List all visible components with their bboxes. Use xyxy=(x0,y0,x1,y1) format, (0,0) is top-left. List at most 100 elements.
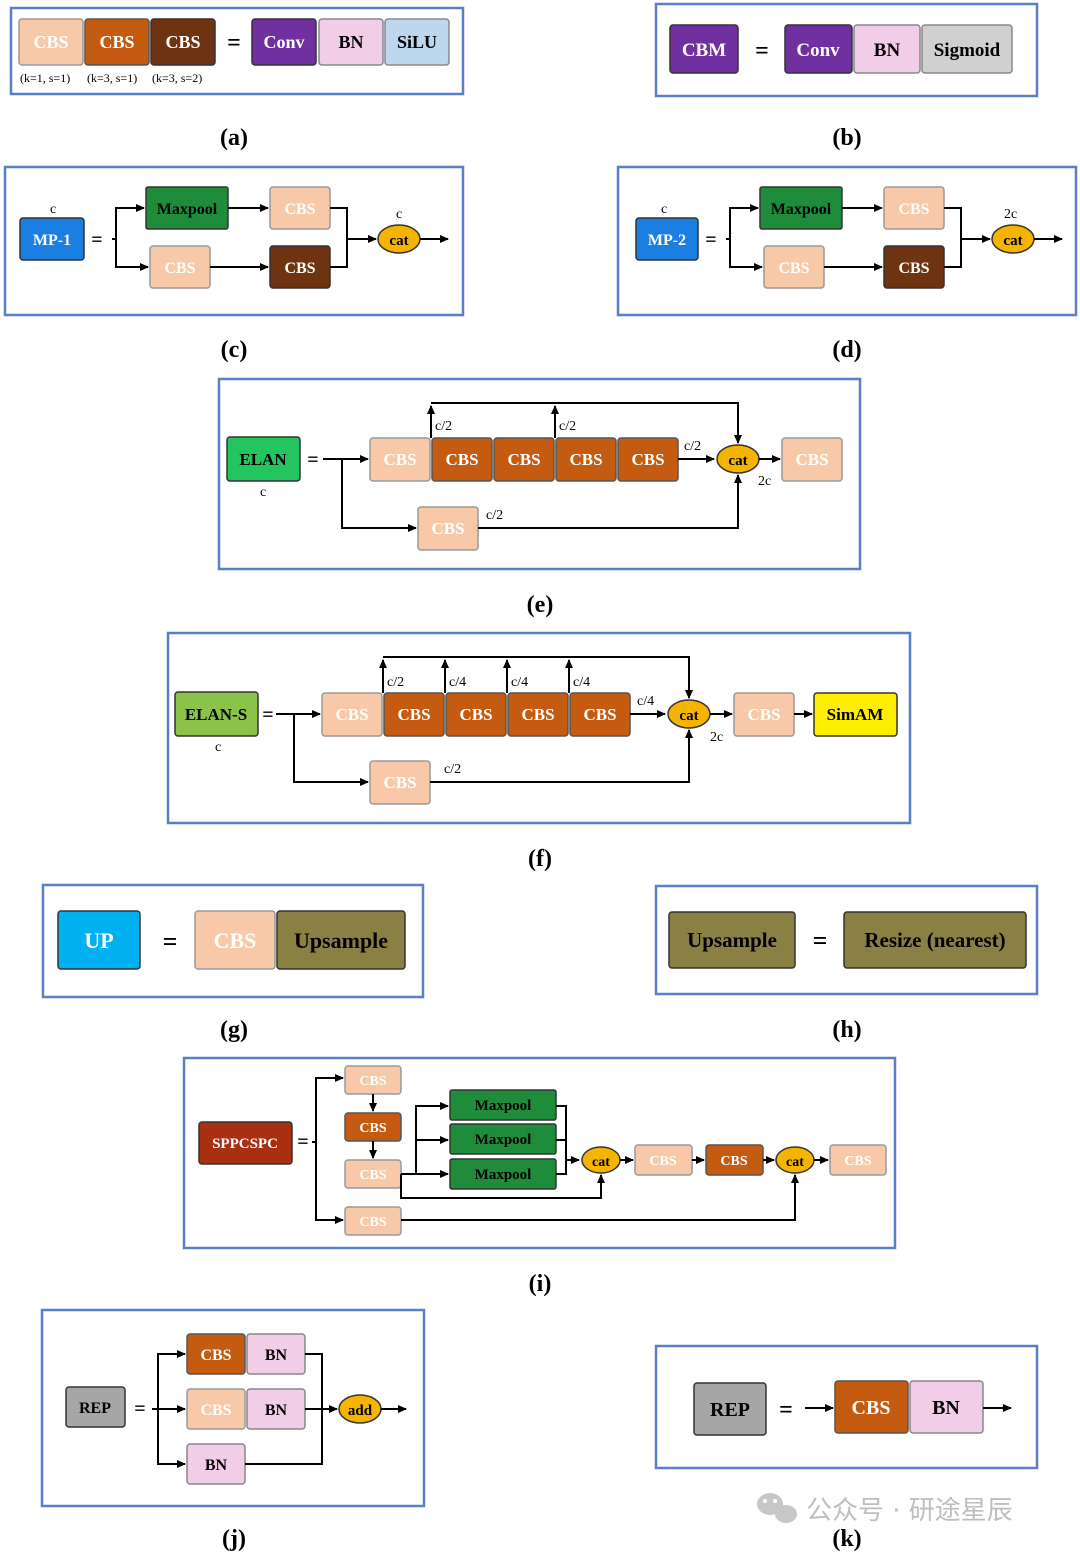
channel-label: c xyxy=(260,485,266,500)
svg-text:CBS: CBS xyxy=(795,450,828,469)
caption-h: (h) xyxy=(832,1017,861,1043)
bn-block: BN xyxy=(186,1443,246,1485)
svg-text:BN: BN xyxy=(265,1347,288,1364)
svg-text:Maxpool: Maxpool xyxy=(475,1132,532,1148)
equals-sign: = xyxy=(163,927,178,956)
panel-g: UP = CBS Upsample xyxy=(41,883,425,999)
panel-i: SPPCSPC = CBS CBS CBS CBS Maxpool xyxy=(182,1056,897,1250)
channel-label: c xyxy=(50,202,56,217)
svg-text:CBS: CBS xyxy=(359,1121,386,1136)
equals-sign: = xyxy=(307,449,318,471)
svg-text:Maxpool: Maxpool xyxy=(157,201,218,218)
svg-text:ELAN-S: ELAN-S xyxy=(185,705,247,724)
conv-block: Conv xyxy=(784,24,853,74)
cbs-block-dark: CBS xyxy=(150,18,216,66)
channel-label: 2c xyxy=(758,474,771,489)
svg-text:CBS: CBS xyxy=(631,450,664,469)
channel-label: c/2 xyxy=(435,419,452,434)
cbs-block-light: CBS xyxy=(417,506,479,551)
channel-label: c xyxy=(396,207,402,222)
cbs-block-mid: CBS xyxy=(507,692,569,737)
svg-text:CBS: CBS xyxy=(521,705,554,724)
cat-node: cat xyxy=(667,699,711,729)
maxpool-block: Maxpool xyxy=(759,186,843,230)
svg-text:CBS: CBS xyxy=(284,201,315,218)
svg-text:CBS: CBS xyxy=(164,260,195,277)
cbs-block-light: CBS xyxy=(763,245,825,289)
resize-block: Resize (nearest) xyxy=(843,911,1027,969)
panel-e: ELAN c = CBS CBS CBS CBS CBS c/2 c/2 xyxy=(217,377,862,571)
cbs-block-light: CBS xyxy=(781,437,843,482)
svg-text:CBS: CBS xyxy=(720,1154,747,1169)
equals-sign: = xyxy=(779,1397,793,1423)
svg-text:CBS: CBS xyxy=(335,705,368,724)
svg-text:cat: cat xyxy=(592,1155,610,1170)
cbs-block-light: CBS xyxy=(369,760,431,805)
svg-text:Upsample: Upsample xyxy=(294,928,388,953)
cbs-block-light: CBS xyxy=(269,186,331,230)
cbs-block-mid: CBS xyxy=(834,1380,909,1434)
bn-block: BN xyxy=(318,18,384,66)
cbs-block-light: CBS xyxy=(883,186,945,230)
svg-text:CBM: CBM xyxy=(682,40,726,61)
cbs-block-light: CBS xyxy=(186,1388,246,1430)
svg-text:add: add xyxy=(348,1403,373,1419)
cbm-block: CBM xyxy=(669,24,739,74)
cbs-block-dark: CBS xyxy=(883,245,945,289)
cbs-block-light: CBS xyxy=(344,1206,402,1236)
kernel-note-2: (k=3, s=1) xyxy=(87,71,137,85)
channel-label: c xyxy=(661,202,667,217)
svg-text:CBS: CBS xyxy=(747,705,780,724)
cbs-block-mid: CBS xyxy=(445,692,507,737)
upsample-block: Upsample xyxy=(668,911,796,969)
caption-c: (c) xyxy=(221,337,248,363)
watermark-text: 公众号 · 研途星辰 xyxy=(806,1496,1013,1526)
channel-label: c/4 xyxy=(511,675,528,690)
cbs-block-mid: CBS xyxy=(431,437,493,482)
cbs-block-light: CBS xyxy=(194,910,276,970)
caption-k: (k) xyxy=(832,1526,861,1552)
cbs-block-mid: CBS xyxy=(84,18,150,66)
cbs-block-light: CBS xyxy=(321,692,383,737)
caption-b: (b) xyxy=(832,125,861,151)
svg-text:CBS: CBS xyxy=(214,928,257,953)
channel-label: c/2 xyxy=(486,508,503,523)
svg-text:CBS: CBS xyxy=(583,705,616,724)
svg-text:CBS: CBS xyxy=(898,260,929,277)
svg-text:Maxpool: Maxpool xyxy=(475,1167,532,1183)
panel-b: CBM = Conv BN Sigmoid xyxy=(654,2,1039,98)
rep-block: REP xyxy=(693,1382,767,1436)
bn-block: BN xyxy=(246,1333,306,1375)
svg-text:CBS: CBS xyxy=(165,32,200,52)
caption-e: (e) xyxy=(527,592,554,618)
cbs-block-dark: CBS xyxy=(269,245,331,289)
caption-j: (j) xyxy=(222,1526,246,1552)
svg-text:BN: BN xyxy=(205,1457,228,1474)
svg-text:CBS: CBS xyxy=(99,32,134,52)
equals-sign: = xyxy=(91,229,102,251)
panel-k: REP = CBS BN xyxy=(654,1344,1039,1470)
channel-label: c/4 xyxy=(449,675,466,690)
wechat-icon xyxy=(757,1493,797,1523)
svg-text:CBS: CBS xyxy=(33,32,68,52)
svg-text:CBS: CBS xyxy=(569,450,602,469)
svg-text:Conv: Conv xyxy=(796,40,840,61)
channel-label: 2c xyxy=(1004,207,1017,222)
svg-text:CBS: CBS xyxy=(359,1074,386,1089)
svg-text:CBS: CBS xyxy=(844,1154,871,1169)
svg-text:CBS: CBS xyxy=(200,1347,231,1364)
sppcspc-block: SPPCSPC xyxy=(198,1121,293,1165)
svg-text:BN: BN xyxy=(874,40,901,61)
channel-label: c xyxy=(215,740,221,755)
equals-sign: = xyxy=(755,38,769,64)
simam-block: SimAM xyxy=(813,692,898,737)
svg-text:UP: UP xyxy=(84,928,113,953)
upsample-block: Upsample xyxy=(276,910,406,970)
bn-block: BN xyxy=(853,24,921,74)
cbs-block-mid: CBS xyxy=(555,437,617,482)
equals-sign: = xyxy=(813,926,828,955)
maxpool-block: Maxpool xyxy=(449,1123,557,1155)
svg-text:CBS: CBS xyxy=(359,1215,386,1230)
cbs-block-light: CBS xyxy=(733,692,795,737)
svg-text:SimAM: SimAM xyxy=(827,705,884,724)
